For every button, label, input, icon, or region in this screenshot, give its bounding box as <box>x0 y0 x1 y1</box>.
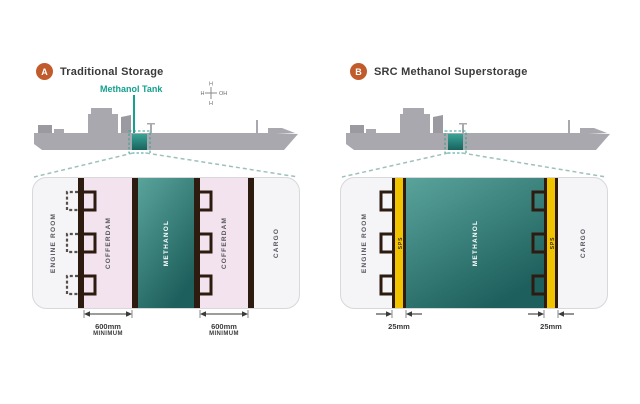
molecule-oh-right: OH <box>219 91 227 97</box>
tank-dashed-outline <box>444 130 467 154</box>
cargo-label: CARGO <box>273 228 280 258</box>
bulkhead-wall <box>78 177 84 309</box>
cofferdam-left-stiffeners <box>84 190 97 296</box>
dimension-cofferdam-left: 600mm MINIMUM <box>76 322 140 339</box>
sps-right-label: SPS <box>550 237 556 249</box>
bulkhead-wall <box>132 177 138 309</box>
dimension-value: 25mm <box>540 322 562 331</box>
cross-section-border <box>340 177 608 309</box>
dimension-qualifier: MINIMUM <box>209 331 239 338</box>
cross-section-traditional: ENGINE ROOM COFFERDAM METHANOL COFFERDAM… <box>32 177 300 309</box>
cross-section-border <box>32 177 300 309</box>
dimension-cofferdam-right: 600mm MINIMUM <box>192 322 256 339</box>
molecule-h-left: H <box>201 91 205 97</box>
methanol-tank-highlight <box>448 134 463 150</box>
methanol-label: METHANOL <box>472 220 479 266</box>
engine-room-dashed-stiffeners <box>65 190 78 296</box>
panel-b-title: SRC Methanol Superstorage <box>374 65 528 78</box>
ship-bow-mast <box>256 120 258 133</box>
ship-aft-block <box>350 125 364 133</box>
ship-forecastle <box>580 128 607 133</box>
dimension-lines-b <box>376 310 574 318</box>
panel-b-badge: B <box>350 63 367 80</box>
methanol-side-stiffeners <box>531 190 544 296</box>
engine-room-label: ENGINE ROOM <box>50 213 57 273</box>
methanol-section <box>406 177 544 309</box>
ship-bridge <box>403 108 424 114</box>
ship-mast <box>150 123 152 133</box>
cargo-label: CARGO <box>580 228 587 258</box>
cofferdam-left-section <box>84 177 132 309</box>
methanol-label: METHANOL <box>163 220 170 266</box>
tank-label-connector <box>133 95 135 134</box>
ship-illustration-a <box>34 108 298 154</box>
sps-right-plate <box>547 177 555 309</box>
dimension-lines-a <box>83 310 249 318</box>
ship-hull <box>346 133 610 150</box>
ship-bridge <box>91 108 112 114</box>
molecule-h-top: H <box>209 82 213 88</box>
engine-room-stiffeners <box>379 190 392 296</box>
cofferdam-left-label: COFFERDAM <box>105 217 112 269</box>
cofferdam-right-stiffeners <box>200 190 213 296</box>
dimension-sps-right: 25mm <box>521 322 581 331</box>
dimension-value: 600mm <box>95 322 121 331</box>
dimension-sps-left: 25mm <box>369 322 429 331</box>
ship-forecastle <box>268 128 295 133</box>
ship-superstructure <box>88 114 118 133</box>
ship-funnel <box>433 115 443 133</box>
panel-a-title: Traditional Storage <box>60 65 164 78</box>
panel-a-badge: A <box>36 63 53 80</box>
panel-a-header: A Traditional Storage <box>36 63 163 80</box>
cofferdam-right-label: COFFERDAM <box>221 217 228 269</box>
methanol-tank-label: Methanol Tank <box>100 84 163 94</box>
ship-mast <box>462 123 464 133</box>
sps-left-plate <box>395 177 403 309</box>
methanol-tank-highlight <box>132 134 147 150</box>
molecule-h-bottom: H <box>209 101 213 107</box>
engine-room-label: ENGINE ROOM <box>361 213 368 273</box>
ship-funnel <box>121 115 131 133</box>
cofferdam-right-section <box>200 177 248 309</box>
ship-superstructure <box>400 114 430 133</box>
tank-dashed-outline <box>128 130 151 154</box>
sps-left-label: SPS <box>398 237 404 249</box>
methanol-molecule-icon: H H H OH <box>201 82 228 108</box>
panel-b-header: B SRC Methanol Superstorage <box>350 63 528 80</box>
ship-aft-block <box>38 125 52 133</box>
ship-hull <box>34 133 298 150</box>
ship-bow-mast <box>568 120 570 133</box>
cross-section-sps: ENGINE ROOM SPS METHANOL SPS CARGO <box>340 177 608 309</box>
dimension-qualifier: MINIMUM <box>93 331 123 338</box>
ship-illustration-b <box>346 108 610 154</box>
dimension-value: 25mm <box>388 322 410 331</box>
dimension-value: 600mm <box>211 322 237 331</box>
bulkhead-wall <box>248 177 254 309</box>
zoom-projection-lines-a <box>33 152 299 178</box>
methanol-section <box>138 177 194 309</box>
zoom-projection-lines-b <box>341 152 607 178</box>
bulkhead-wall <box>194 177 200 309</box>
